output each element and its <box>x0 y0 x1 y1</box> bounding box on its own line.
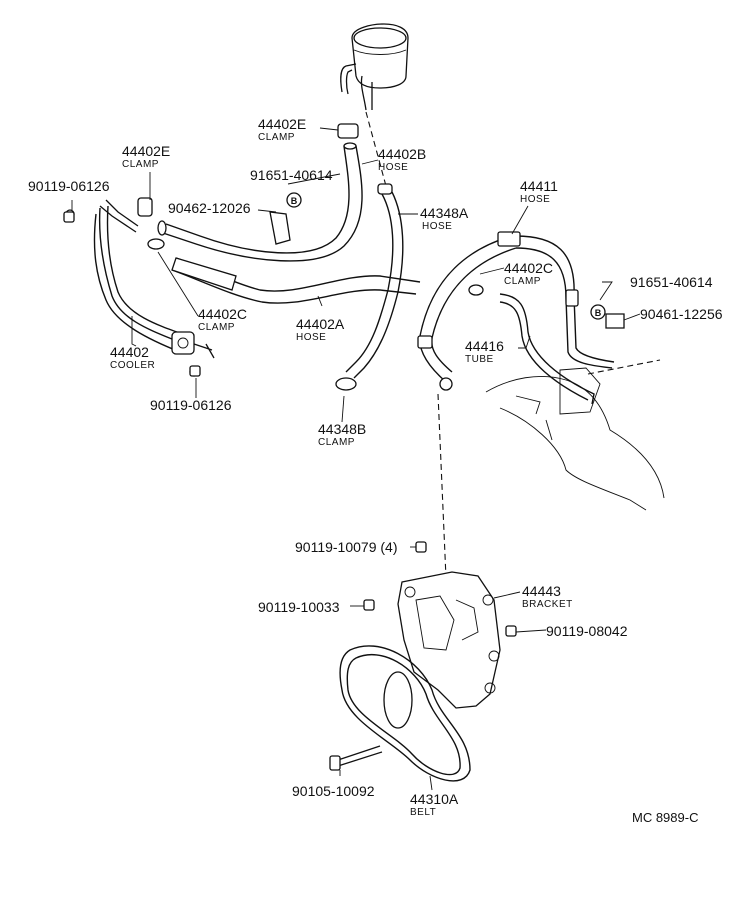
bolts-drawing <box>63 211 517 771</box>
label-91651-40614-left: 91651-40614 <box>250 167 333 183</box>
label-90462-12026: 90462-12026 <box>168 200 251 216</box>
cooler-44402-drawing <box>65 199 215 377</box>
label-90461-12256: 90461-12256 <box>640 306 723 322</box>
diagram-code: MC 8989-C <box>632 810 698 825</box>
label-90119-10033: 90119-10033 <box>258 599 340 615</box>
label-44402e-left-num: 44402E <box>122 143 170 159</box>
label-44411-cap: HOSE <box>520 194 550 205</box>
reservoir-drawing <box>340 23 409 187</box>
label-44402c-right-cap: CLAMP <box>504 276 541 287</box>
belt-44310a-drawing <box>339 645 471 782</box>
label-44443-num: 44443 <box>522 583 561 599</box>
hose-44402a-drawing <box>171 257 421 304</box>
label-91651-40614-right: 91651-40614 <box>630 274 713 290</box>
label-44402c-left-num: 44402C <box>198 306 247 322</box>
steering-gear-drawing <box>485 359 665 511</box>
label-44402a-num: 44402A <box>296 316 345 332</box>
label-90119-06126-top: 90119-06126 <box>28 178 110 194</box>
label-44310a-cap: BELT <box>410 807 436 818</box>
hose-44411-drawing <box>417 231 615 391</box>
label-44402-cap: COOLER <box>110 360 155 371</box>
label-90119-10079: 90119-10079 (4) <box>295 539 397 555</box>
svg-text:B: B <box>291 196 298 206</box>
label-44402e-top-cap: CLAMP <box>258 132 295 143</box>
label-44402a-cap: HOSE <box>296 332 326 343</box>
label-44402c-right-num: 44402C <box>504 260 553 276</box>
label-90105-10092: 90105-10092 <box>292 783 375 799</box>
hose-44402b-drawing <box>157 142 363 262</box>
hose-44348a-drawing <box>335 183 404 391</box>
label-44348b-cap: CLAMP <box>318 437 355 448</box>
label-44348a-cap: HOSE <box>422 221 452 232</box>
marker-b-upper: B <box>286 192 302 208</box>
marker-b-right: B <box>590 304 606 320</box>
label-44348a-num: 44348A <box>420 205 469 221</box>
label-44416-cap: TUBE <box>465 354 494 365</box>
label-44402c-left-cap: CLAMP <box>198 322 235 333</box>
label-44402-num: 44402 <box>110 344 149 360</box>
leader-lines <box>71 127 641 791</box>
tube-44416-drawing <box>499 293 595 405</box>
label-44348b-num: 44348B <box>318 421 366 437</box>
label-44416-num: 44416 <box>465 338 504 354</box>
label-90119-08042: 90119-08042 <box>546 623 628 639</box>
label-44411-num: 44411 <box>520 178 558 194</box>
label-44402e-top-num: 44402E <box>258 116 306 132</box>
bracket-44443-drawing <box>397 393 501 709</box>
label-44402b-cap: HOSE <box>378 162 408 173</box>
label-44443-cap: BRACKET <box>522 599 573 610</box>
label-90119-06126-bottom: 90119-06126 <box>150 397 232 413</box>
clamps-drawing <box>137 123 625 329</box>
label-44402e-left-cap: CLAMP <box>122 159 159 170</box>
label-44310a-num: 44310A <box>410 791 459 807</box>
label-44402b-num: 44402B <box>378 146 426 162</box>
svg-text:B: B <box>595 308 602 318</box>
